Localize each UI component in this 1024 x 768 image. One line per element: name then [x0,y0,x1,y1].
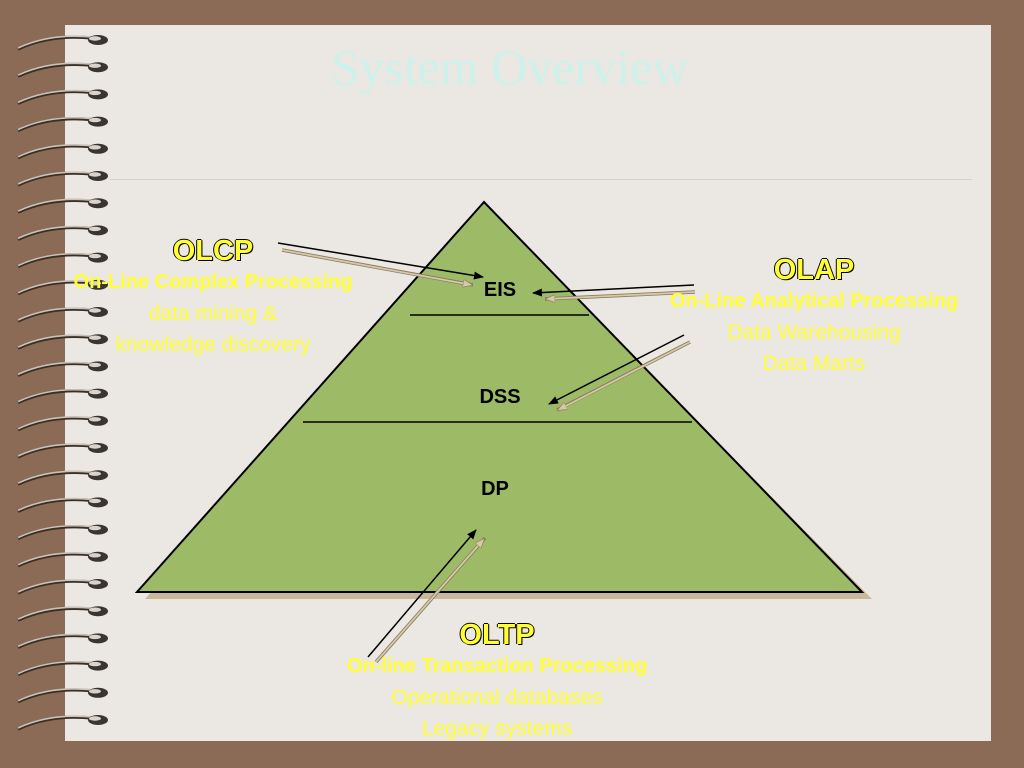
binding-ring [17,279,108,296]
oltp-arrow-shadow-fill [375,539,484,663]
olap-arrow-dss-shadow-fill [558,341,691,410]
oltp-desc-2: Legacy systems [421,717,573,740]
binding-ring [17,443,108,459]
binding-ring [17,497,108,513]
binding-ring [17,579,108,595]
olap-arrow-dss [548,334,685,405]
olap-acronym: OLAP [773,254,855,286]
binding-ring [17,62,108,78]
pyramid [134,200,865,593]
binding-ring [17,89,108,105]
olap-desc-1: Data Warehousing [727,321,901,344]
binding-ring [17,470,108,486]
binding-ring [17,171,108,187]
olcp-arrow-shadow-fill [281,249,472,285]
binding-ring [17,225,108,241]
binding-ring [17,143,108,160]
binding-ring [17,415,108,432]
oltp-block: OLTP On-line Transaction Processing Oper… [297,620,697,744]
olap-full-name: On-Line Analytical Processing [669,290,959,312]
title-divider [110,179,972,180]
olcp-full-name: On-Line Complex Processing [73,271,353,293]
olap-desc-2: Data Marts [762,352,866,375]
binding-ring [17,715,108,731]
level-eis: EIS [483,279,517,301]
binding-ring [17,606,108,622]
binding-ring [17,551,108,568]
binding-ring [17,361,108,377]
oltp-full-name: On-line Transaction Processing [346,655,648,677]
olap-arrow-eis-shadow-fill [546,291,696,299]
level-dp: DP [481,478,509,500]
oltp-arrow [367,529,477,658]
olcp-desc-2: knowledge discovery [115,333,311,356]
binding-ring [17,524,108,541]
binding-ring [17,252,108,269]
binding-ring [17,660,108,677]
binding-ring [17,687,108,704]
binding-ring [17,334,108,350]
binding-ring [17,633,108,649]
olap-arrow-eis [532,284,695,297]
binding-ring [17,116,108,133]
olcp-arrow [277,242,484,280]
binding-ring [17,388,108,405]
slide-title: System Overview [331,39,689,95]
olcp-acronym: OLCP [172,235,254,267]
olcp-block: OLCP On-Line Complex Processing data min… [18,236,408,360]
olap-block: OLAP On-Line Analytical Processing Data … [624,255,1004,379]
olcp-desc-1: data mining & [148,302,278,325]
oltp-desc-1: Operational databases [391,686,603,709]
binding-ring [17,198,108,214]
binding-ring [17,307,108,323]
oltp-acronym: OLTP [459,619,535,651]
level-dss: DSS [479,386,521,408]
binding-ring [17,35,108,51]
